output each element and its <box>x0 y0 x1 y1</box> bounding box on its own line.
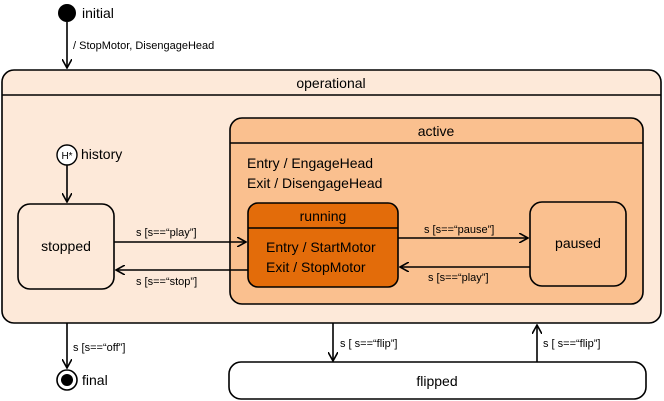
paused-state: paused <box>529 201 627 287</box>
active-entry: Entry / EngageHead <box>247 155 373 171</box>
paused-to-running-label: s [s==“play”] <box>428 272 489 284</box>
stopped-to-running-label: s [s==“play”] <box>136 227 197 239</box>
operational-to-final-label: s [s==“off”] <box>73 342 125 354</box>
running-title: running <box>300 208 347 224</box>
flipped-label: flipped <box>416 373 457 389</box>
history-label: history <box>81 146 122 162</box>
flipped-to-operational-label: s [ s==“flip”] <box>543 338 600 350</box>
running-entry: Entry / StartMotor <box>266 239 376 255</box>
running-to-stopped-label: s [s==“stop”] <box>136 276 197 288</box>
initial-label: initial <box>82 5 114 21</box>
running-exit: Exit / StopMotor <box>266 259 366 275</box>
running-to-paused-label: s [s==“pause”] <box>424 224 494 236</box>
active-exit: Exit / DisengageHead <box>247 175 382 191</box>
initial-node <box>58 4 76 22</box>
stopped-label: stopped <box>41 238 91 254</box>
flipped-state: flipped <box>228 361 647 400</box>
stopped-state: stopped <box>17 203 115 290</box>
operational-to-flipped-label: s [ s==“flip”] <box>340 338 397 350</box>
history-symbol: H* <box>61 151 72 162</box>
running-state: running Entry / StartMotor Exit / StopMo… <box>247 202 399 288</box>
paused-label: paused <box>555 235 601 251</box>
final-node-inner <box>61 374 73 386</box>
operational-title: operational <box>296 75 365 91</box>
initial-transition-label: / StopMotor, DisengageHead <box>73 40 214 52</box>
active-title: active <box>418 123 455 139</box>
final-label: final <box>82 372 108 388</box>
